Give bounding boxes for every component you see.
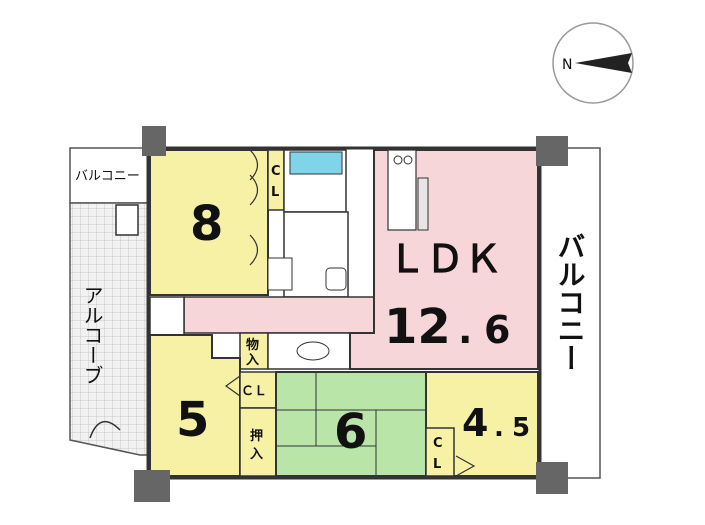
closet-top-l: L [271,185,279,200]
door-arrow-icon [455,455,476,477]
stove-icon [403,155,413,165]
bathtub-icon [289,151,343,175]
room-4-5-frac: 5 [512,413,530,443]
room-8 [149,149,269,296]
alcove-label: アルコーブ [80,285,104,385]
kitchen-island [417,177,429,231]
ldk-size-frac: 6 [484,308,510,352]
compass-needle-icon [575,53,632,73]
alcove-area [69,202,149,456]
ldk-label: ＬＤＫ [388,237,502,281]
toilet-icon [296,341,330,361]
compass: N [552,22,634,104]
closet-room-4-5 [425,427,455,477]
door-arc-icon [249,174,259,206]
oshiire-label-1: 押 [250,428,263,444]
closet-room-4-5-c: C [433,436,443,451]
door-arc-icon [249,234,259,266]
room-5-label: 5 [176,392,209,448]
door-arrow-icon [224,375,241,397]
toilet-room [267,332,351,370]
room-6-tatami [275,371,427,477]
pillar [536,462,568,494]
room-4-5-main: 4 [462,401,488,445]
closet-room-5-label: ＣＬ [241,384,267,399]
sink-icon [325,267,347,291]
entrance-shoe-storage [149,296,185,336]
svg-text:アルコーブ: アルコーブ [80,285,104,385]
storage-closet [239,332,269,370]
hallway [183,296,375,334]
pillar [142,126,166,156]
ldk-size-dot: . [458,308,472,352]
storage-label-2: 入 [246,353,259,368]
storage-label-1: 物 [246,337,259,353]
right-balcony-label: バルコニー [554,232,587,372]
washing-machine-icon [267,257,293,291]
stove-icon [393,155,403,165]
room-8-label: 8 [190,196,223,252]
closet-room-4-5-l: L [433,457,441,472]
ldk-size-main: 12 [384,299,451,355]
pillar [536,136,568,166]
closet-top-c: C [271,164,281,179]
room-6-label: 6 [334,404,367,460]
entrance-door-icon [89,421,121,439]
kitchen-counter [387,149,417,231]
pillar [134,470,170,502]
right-balcony [539,147,601,479]
pipe-shaft [115,204,139,236]
room-4-5-dot: . [494,413,504,443]
left-balcony [69,147,149,204]
oshiire-label-2: 入 [250,447,263,462]
compass-north-label: N [562,57,572,73]
svg-text:バルコニー: バルコニー [554,232,587,372]
closet-top [267,149,285,211]
left-balcony-label: バルコニー [75,169,140,184]
